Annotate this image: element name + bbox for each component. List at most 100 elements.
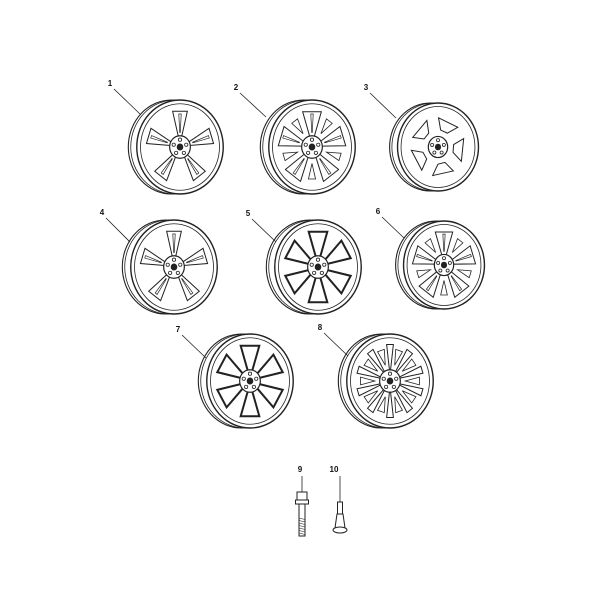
- spokes: [411, 231, 477, 299]
- thread-line: [298, 525, 306, 528]
- cutout-window: [394, 348, 404, 366]
- lug-hole: [254, 376, 259, 381]
- bolt-head: [296, 491, 308, 501]
- lug-hole: [165, 262, 170, 267]
- center-bore: [386, 377, 394, 385]
- spoke-groove: [160, 158, 173, 175]
- wheel-5: [265, 219, 362, 315]
- rim-inner-lip: [140, 103, 220, 191]
- window-opening: [437, 116, 459, 134]
- lug-hole: [442, 256, 446, 261]
- lug-hole: [184, 142, 189, 147]
- lug-bolt: [295, 476, 309, 537]
- lug-hole: [313, 150, 318, 155]
- lug-hole: [430, 142, 435, 147]
- window-opening: [410, 149, 428, 172]
- leader-line-8: [323, 332, 349, 357]
- rim-inner-lip: [210, 337, 290, 425]
- callout-label-4: 4: [100, 208, 105, 217]
- cutout-window: [360, 376, 377, 386]
- leader-line-5: [251, 218, 277, 243]
- center-bore: [176, 143, 184, 151]
- cutout-window: [376, 348, 386, 366]
- wheel-6: [395, 220, 486, 310]
- rim-inner-lip: [400, 106, 476, 188]
- callout-label-7: 7: [176, 325, 181, 334]
- rim-inner-lip: [278, 223, 358, 311]
- lug-hole: [306, 150, 311, 155]
- lug-hole: [175, 270, 180, 275]
- valve-body: [334, 513, 346, 529]
- lug-hole: [384, 384, 389, 389]
- cutout-window: [282, 151, 300, 162]
- thread-line: [298, 517, 306, 520]
- callout-label-8: 8: [318, 323, 323, 332]
- spoke-groove: [310, 113, 314, 133]
- spoke-groove: [172, 233, 176, 253]
- spoke-groove: [416, 253, 433, 262]
- spoke-groove: [282, 135, 300, 144]
- leader-line-1: [113, 88, 141, 115]
- cutout-window: [424, 237, 437, 253]
- spoke-groove: [324, 135, 342, 144]
- window-opening: [431, 161, 455, 177]
- cutout-window: [320, 118, 333, 134]
- cutout-window: [291, 118, 304, 134]
- lug-hole: [432, 150, 437, 155]
- callout-label-5: 5: [246, 209, 251, 218]
- lug-hole: [319, 270, 324, 275]
- rim-inner-lip: [406, 224, 482, 306]
- lug-hole: [322, 262, 327, 267]
- spoke-groove: [154, 278, 167, 295]
- lug-hole: [309, 262, 314, 267]
- lug-hole: [391, 384, 396, 389]
- rim-inner-lip: [350, 337, 430, 425]
- center-bore: [170, 263, 178, 271]
- thread-line: [298, 532, 306, 535]
- callout-label-10: 10: [330, 465, 339, 474]
- lug-hole: [174, 150, 179, 155]
- lug-hole: [309, 137, 315, 142]
- window-opening: [452, 137, 465, 163]
- lug-hole: [168, 270, 173, 275]
- lug-hole: [178, 262, 183, 267]
- thread-line: [298, 520, 306, 523]
- cutout-window: [363, 358, 379, 372]
- wheel-7: [197, 333, 294, 429]
- cutout-window: [394, 396, 404, 414]
- wheel-3: [389, 102, 480, 192]
- spoke-groove: [425, 275, 438, 292]
- callout-label-9: 9: [298, 465, 303, 474]
- cutout-window: [363, 390, 379, 404]
- spoke-groove: [150, 135, 168, 144]
- cutout-window: [451, 237, 464, 253]
- lug-hole: [387, 371, 393, 376]
- lug-hole: [241, 376, 246, 381]
- lug-hole: [441, 142, 446, 147]
- spoke-groove: [178, 113, 182, 133]
- cutout-window: [401, 390, 417, 404]
- spoke-groove: [455, 253, 472, 262]
- valve-base: [332, 526, 348, 534]
- spoke-groove: [144, 255, 162, 264]
- leader-line-4: [105, 217, 131, 243]
- leader-line-2: [239, 92, 267, 118]
- callout-label-1: 1: [108, 79, 113, 88]
- lug-hole: [447, 260, 452, 265]
- spoke-groove: [181, 278, 194, 295]
- center-bore: [246, 377, 254, 385]
- thread-line: [298, 522, 306, 525]
- spoke-groove: [319, 158, 332, 175]
- cutout-window: [403, 376, 420, 386]
- cutout-window: [307, 163, 317, 180]
- rim-inner-lip: [272, 103, 352, 191]
- lug-hole: [181, 150, 186, 155]
- lug-hole: [171, 142, 176, 147]
- cutout-window: [324, 151, 342, 162]
- lug-hole: [312, 270, 317, 275]
- window-opening: [411, 119, 430, 140]
- callout-label-2: 2: [234, 83, 239, 92]
- cutout-window: [401, 358, 417, 372]
- lug-hole: [244, 384, 249, 389]
- wheel-1: [127, 99, 224, 195]
